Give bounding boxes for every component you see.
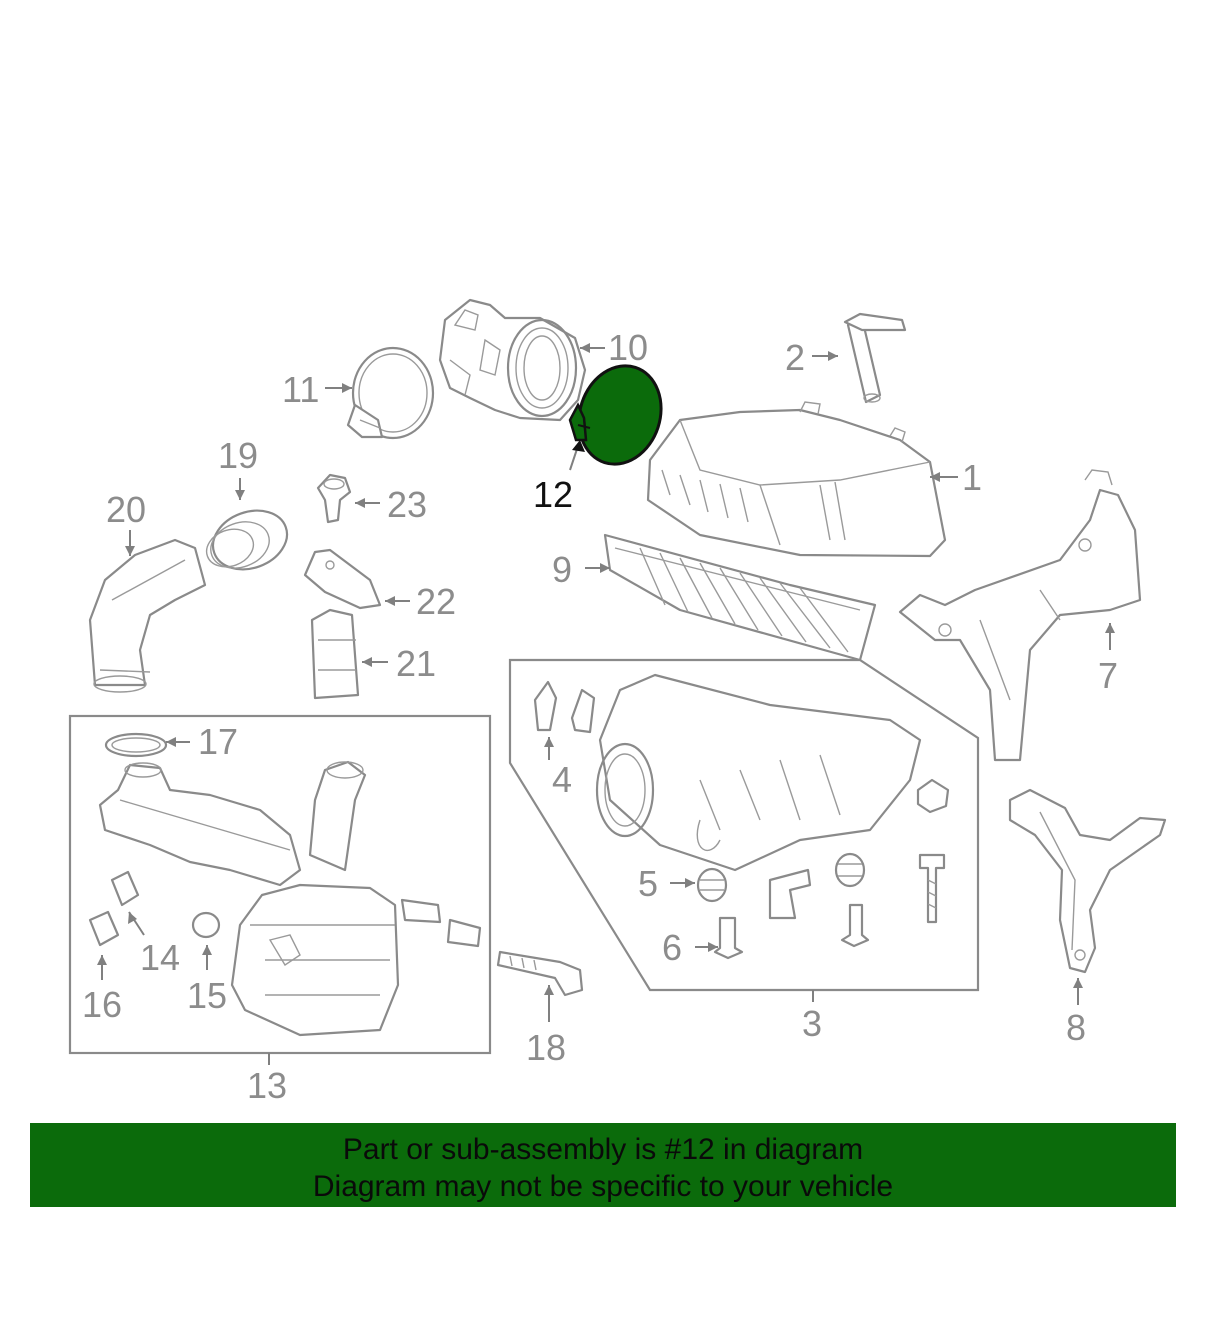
callout-labels: 1 2 3 4 5 6 7 8 9 10 11 12 13 14 15 16 1… bbox=[82, 327, 1118, 1106]
callout-10: 10 bbox=[608, 327, 648, 368]
callout-20: 20 bbox=[106, 489, 146, 530]
callout-11: 11 bbox=[282, 369, 319, 410]
banner-line-1: Part or sub-assembly is #12 in diagram bbox=[342, 1133, 864, 1166]
callout-19: 19 bbox=[218, 435, 258, 476]
callout-1: 1 bbox=[962, 457, 982, 498]
part-22-piece bbox=[303, 548, 382, 610]
callout-14: 14 bbox=[140, 937, 180, 978]
part-7-bracket bbox=[898, 469, 1142, 762]
callout-12: 12 bbox=[533, 474, 573, 515]
callout-6: 6 bbox=[662, 927, 682, 968]
banner-line-2: Diagram may not be specific to your vehi… bbox=[312, 1170, 894, 1203]
callout-9: 9 bbox=[552, 549, 572, 590]
callout-18: 18 bbox=[526, 1027, 566, 1068]
part-13-group bbox=[68, 714, 492, 1055]
part-20-hose bbox=[88, 538, 207, 693]
part-12-gasket bbox=[568, 364, 663, 466]
part-11-clamp bbox=[346, 346, 435, 440]
callout-leaders bbox=[97, 343, 1115, 1065]
part-8-bracket bbox=[1008, 788, 1167, 974]
callout-5: 5 bbox=[638, 863, 658, 904]
callout-13: 13 bbox=[247, 1065, 287, 1106]
callout-4: 4 bbox=[552, 759, 572, 800]
callout-8: 8 bbox=[1066, 1007, 1086, 1048]
part-19-bellows bbox=[205, 509, 289, 571]
part-2-sensor bbox=[843, 312, 907, 404]
part-21-duct bbox=[310, 608, 360, 700]
callout-22: 22 bbox=[416, 581, 456, 622]
callout-15: 15 bbox=[187, 975, 227, 1016]
part-3-group bbox=[508, 658, 980, 992]
callout-16: 16 bbox=[82, 984, 122, 1025]
callout-3: 3 bbox=[802, 1003, 822, 1044]
callout-2: 2 bbox=[785, 337, 805, 378]
callout-7: 7 bbox=[1098, 655, 1118, 696]
part-18-bolt bbox=[496, 950, 584, 997]
callout-23: 23 bbox=[387, 484, 427, 525]
part-10-housing bbox=[438, 298, 587, 422]
info-banner: Part or sub-assembly is #12 in diagram D… bbox=[30, 1123, 1176, 1207]
callout-21: 21 bbox=[396, 643, 436, 684]
part-23-clip bbox=[316, 473, 352, 524]
part-1-cover bbox=[646, 401, 947, 558]
callout-17: 17 bbox=[198, 721, 238, 762]
